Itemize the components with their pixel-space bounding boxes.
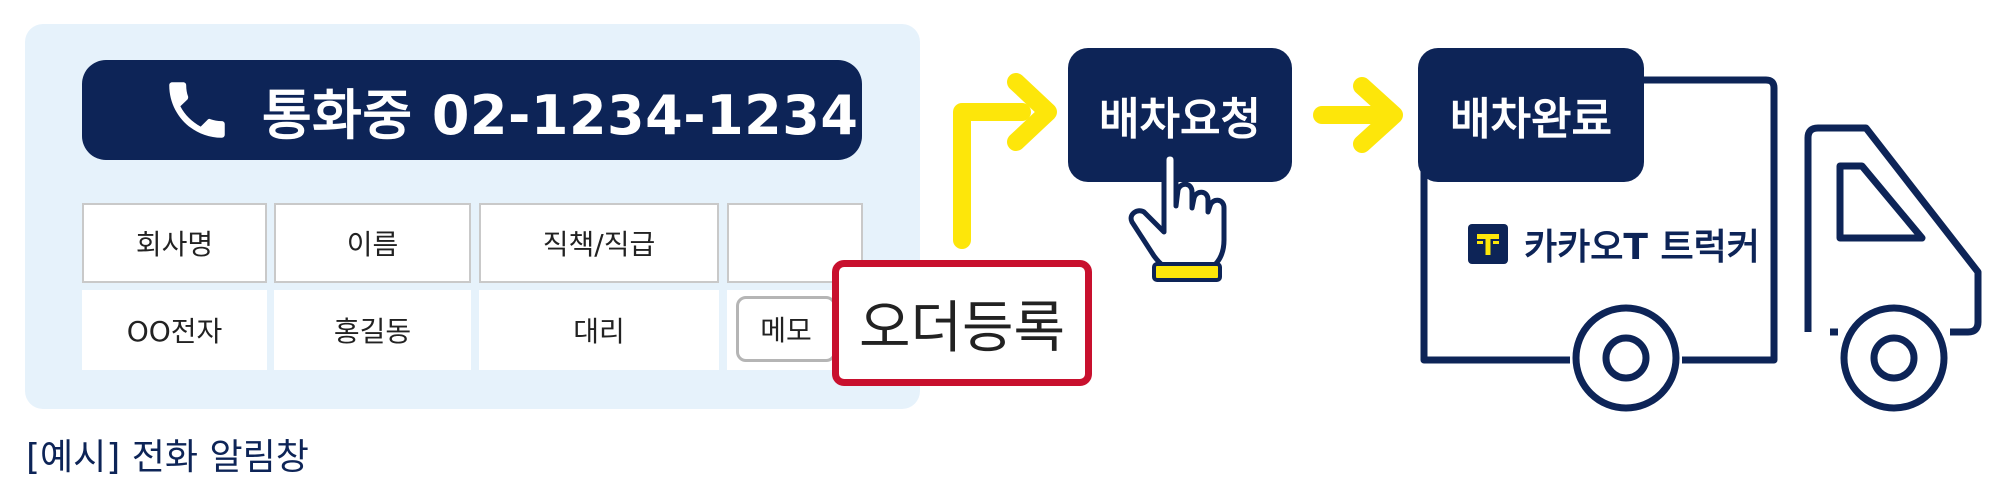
value-company: OO전자 <box>82 290 267 370</box>
memo-button[interactable]: 메모 <box>736 296 836 362</box>
value-name: 홍길동 <box>274 290 471 370</box>
call-status-text: 통화중 02-1234-1234 <box>262 71 858 150</box>
phone-icon <box>160 73 234 147</box>
call-status-bar: 통화중 02-1234-1234 <box>82 60 862 160</box>
order-register-button[interactable]: 오더등록 <box>832 260 1092 386</box>
kakao-t-logo-icon <box>1468 224 1508 264</box>
pointing-hand-icon <box>1122 150 1242 285</box>
arrow-right-icon <box>940 60 1070 250</box>
dispatch-complete-badge: 배차완료 <box>1418 48 1644 182</box>
header-company: 회사명 <box>82 203 267 283</box>
brand-name: 카카오T 트럭커 <box>1524 218 1760 270</box>
arrow-right-icon <box>1310 70 1410 160</box>
header-name: 이름 <box>274 203 471 283</box>
value-position: 대리 <box>479 290 719 370</box>
header-position: 직책/직급 <box>479 203 719 283</box>
caption: [예시] 전화 알림창 <box>26 428 309 480</box>
brand: 카카오T 트럭커 <box>1468 218 1760 270</box>
